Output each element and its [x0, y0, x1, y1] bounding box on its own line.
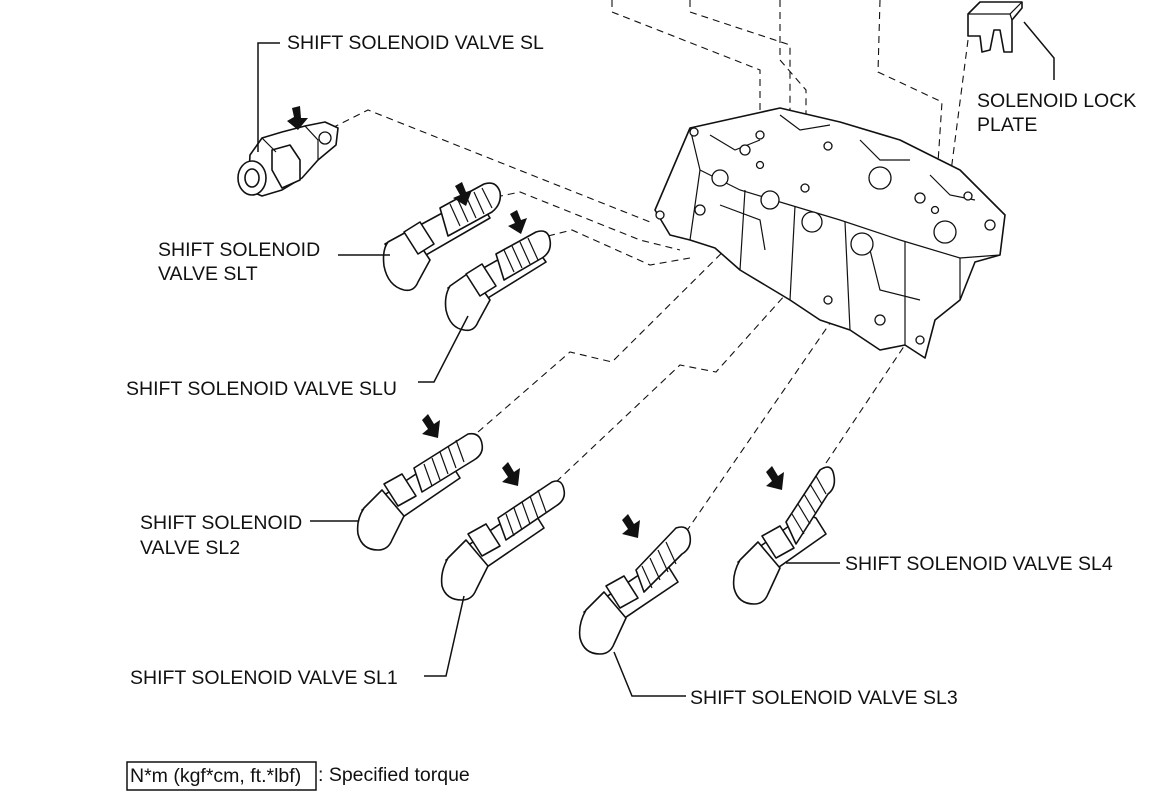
solenoid-valve-sl1: [440, 480, 566, 601]
solenoid-lock-plate: [967, 1, 1023, 53]
arrow-sl4: [766, 466, 784, 490]
label-slt-line1: SHIFT SOLENOID: [158, 239, 320, 261]
label-sl2-line1: SHIFT SOLENOID: [140, 512, 302, 534]
label-sl3: SHIFT SOLENOID VALVE SL3: [690, 687, 958, 709]
label-sl1: SHIFT SOLENOID VALVE SL1: [130, 667, 398, 689]
solenoid-valve-sl4: [732, 466, 836, 605]
torque-legend-box: [126, 761, 317, 791]
arrow-sl1: [502, 462, 520, 486]
label-lock-plate-line2: PLATE: [977, 114, 1037, 136]
callout-labels: SHIFT SOLENOID VALVE SL SHIFT SOLENOID V…: [126, 32, 1136, 709]
torque-unit-text: N*m (kgf*cm, ft.*lbf): [130, 765, 301, 787]
solenoid-valve-slt: [382, 182, 502, 292]
label-lock-plate-line1: SOLENOID LOCK: [977, 90, 1136, 112]
label-sl4: SHIFT SOLENOID VALVE SL4: [845, 553, 1113, 575]
arrow-sl2: [422, 414, 440, 438]
label-sl: SHIFT SOLENOID VALVE SL: [287, 32, 544, 54]
arrow-slt: [453, 182, 472, 206]
arrow-slu: [508, 210, 527, 234]
label-slu: SHIFT SOLENOID VALVE SLU: [126, 378, 397, 400]
label-slt-line2: VALVE SLT: [158, 263, 258, 285]
installation-arrows: [287, 106, 784, 538]
arrow-sl: [287, 106, 308, 130]
leader-lines: [257, 21, 1055, 697]
solenoid-valve-sl2: [356, 432, 484, 551]
solenoid-valve-sl3: [578, 526, 692, 655]
arrow-sl3: [622, 514, 640, 538]
solenoid-valve-sl: [237, 121, 339, 197]
torque-legend: N*m (kgf*cm, ft.*lbf) : Specified torque: [126, 761, 470, 791]
installation-guide-lines: [331, 0, 969, 533]
torque-description-text: : Specified torque: [318, 764, 470, 786]
label-sl2-line2: VALVE SL2: [140, 537, 240, 559]
valve-body: [654, 107, 1006, 359]
solenoid-valve-slu: [444, 230, 552, 332]
